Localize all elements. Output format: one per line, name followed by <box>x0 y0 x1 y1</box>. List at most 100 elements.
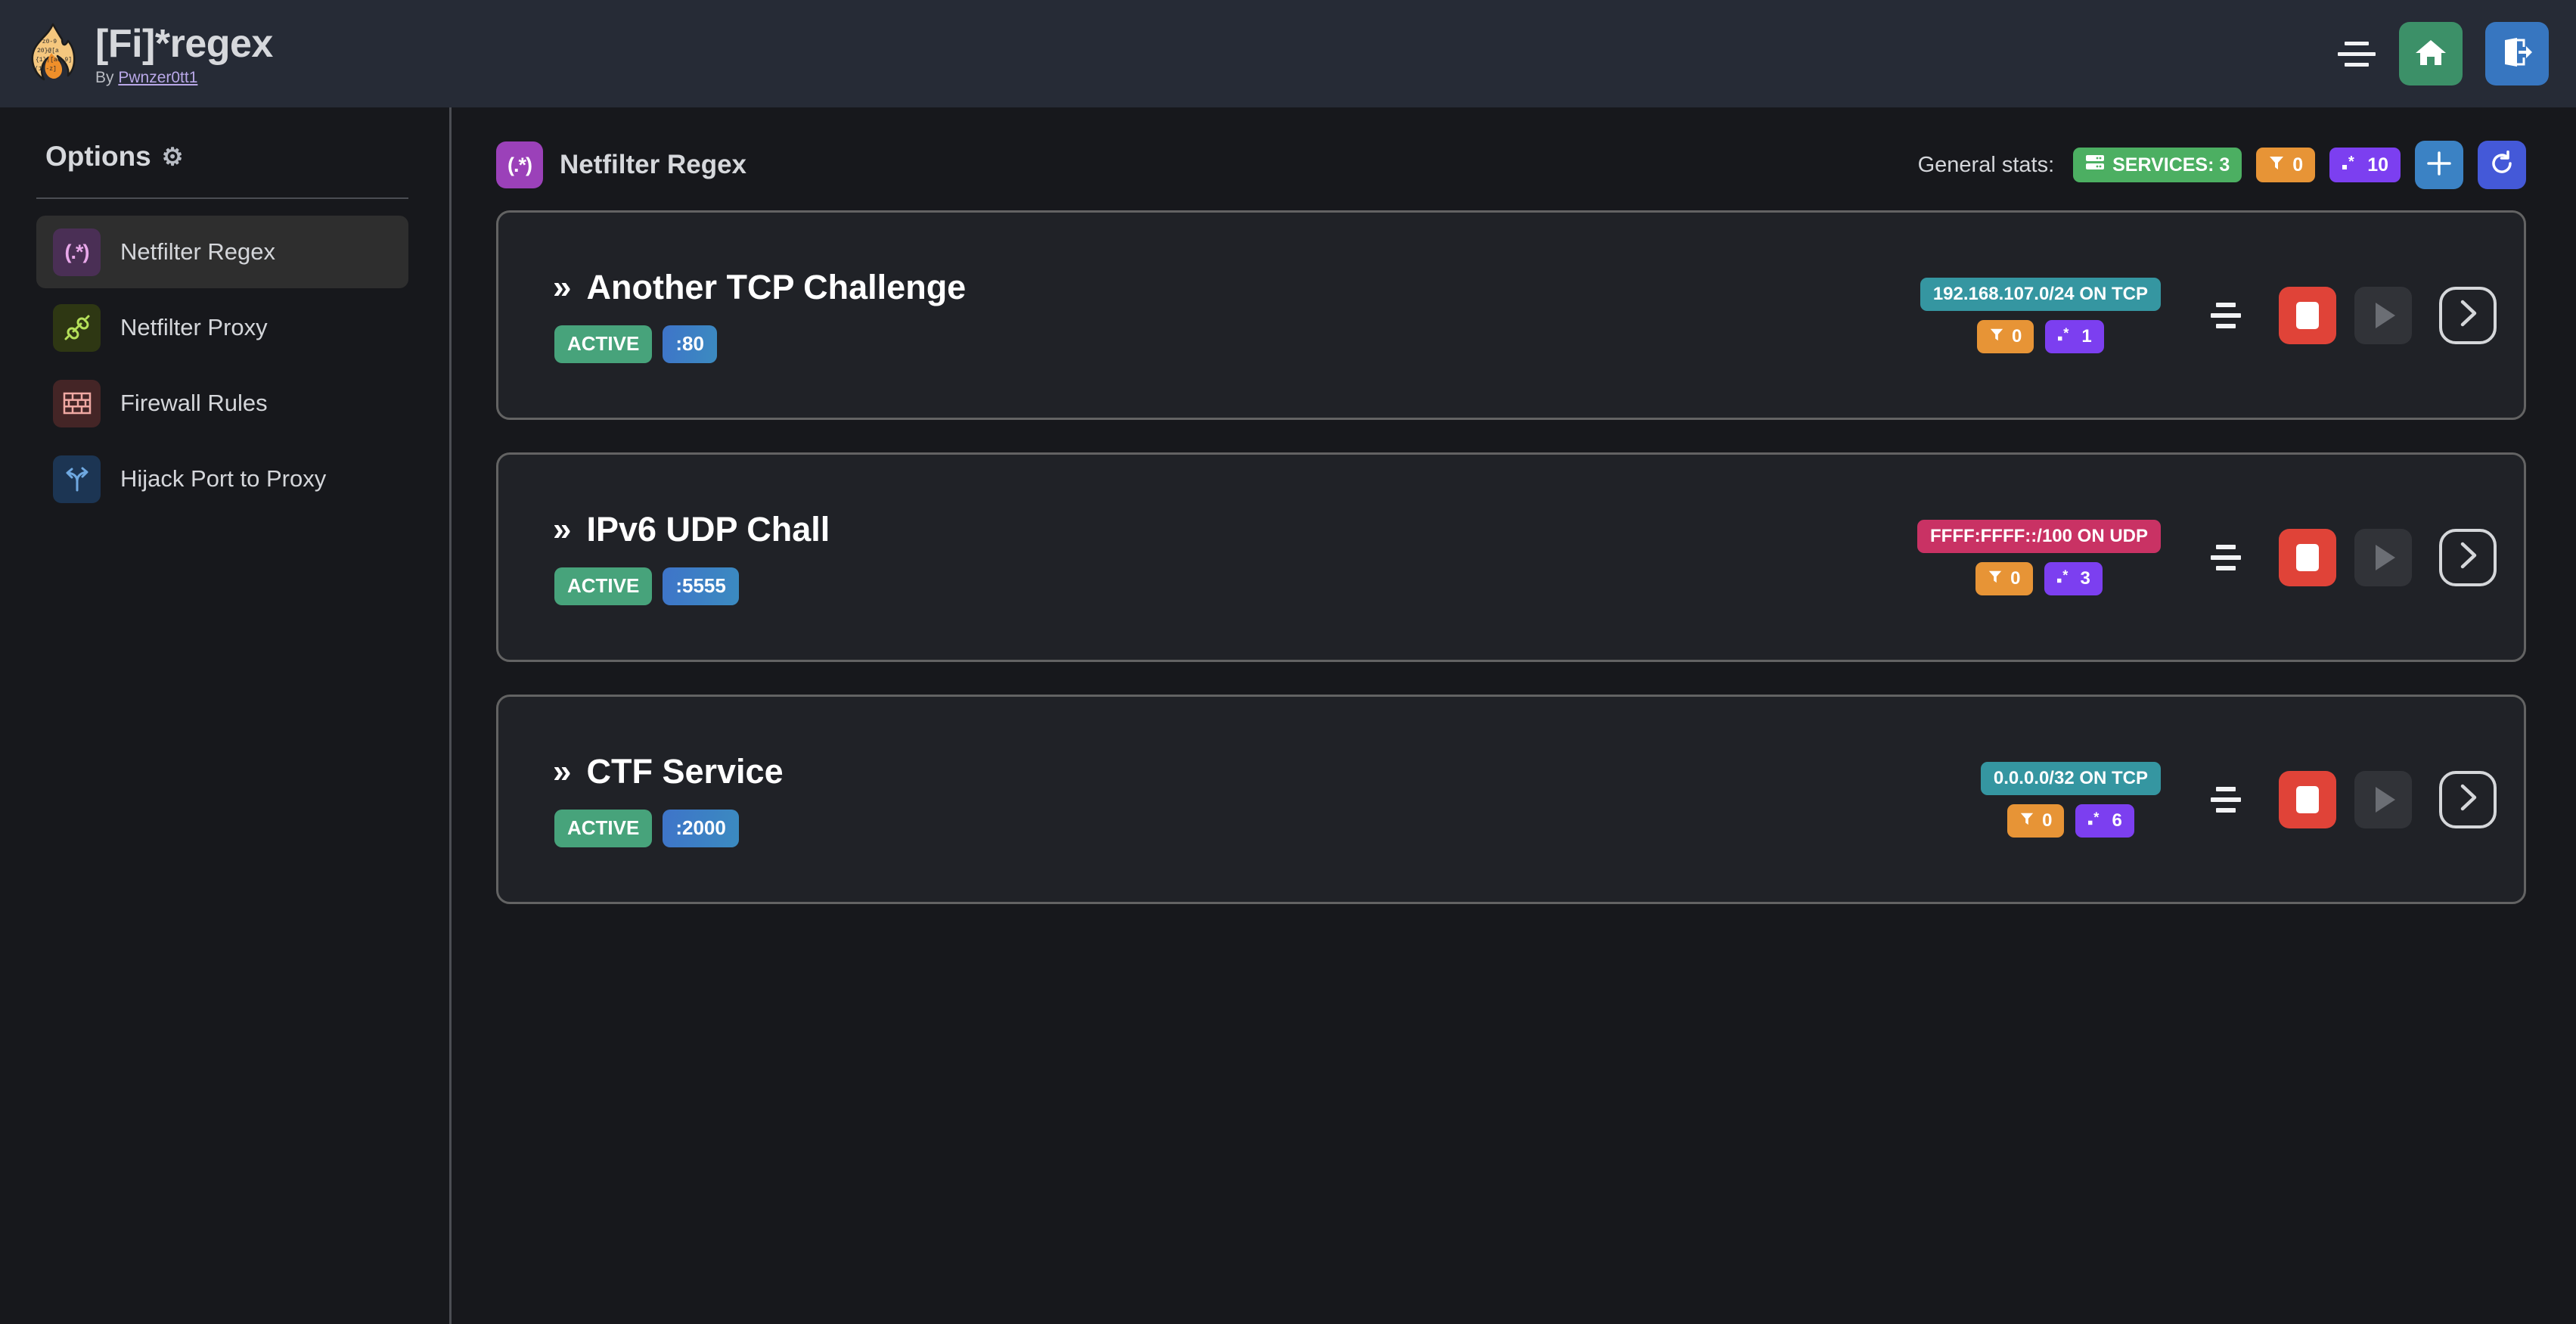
chevron-right-icon <box>2455 782 2481 816</box>
logout-icon <box>2500 36 2534 72</box>
stop-icon <box>2296 301 2319 329</box>
sidebar-item-label: Hijack Port to Proxy <box>120 465 327 492</box>
stat-services-badge[interactable]: SERVICES: 3 <box>2073 148 2242 182</box>
network-badge: 0.0.0.0/32 ON TCP <box>1980 761 2161 795</box>
status-badge: ACTIVE <box>554 567 653 605</box>
sidebar-item-firewall-rules[interactable]: Firewall Rules <box>36 367 408 440</box>
service-card-left: » IPv6 UDP Chall ACTIVE :5555 <box>553 510 830 605</box>
regex-dot-star-icon: * <box>2057 325 2074 347</box>
network-badge: 192.168.107.0/24 ON TCP <box>1920 277 2161 311</box>
sidebar-item-netfilter-regex[interactable]: (.*) Netfilter Regex <box>36 216 408 288</box>
play-button[interactable] <box>2354 528 2412 586</box>
service-filters-count: 0 <box>2010 567 2021 589</box>
flame-logo: -z0-9 20}@[a {1}|[a0-9] (1 -z] <box>26 23 79 85</box>
plus-icon <box>2426 151 2452 180</box>
play-button[interactable] <box>2354 770 2412 828</box>
double-chevron-icon: » <box>553 268 572 306</box>
svg-text:20}@[a: 20}@[a <box>37 48 59 54</box>
stop-icon <box>2296 543 2319 571</box>
funnel-icon <box>2268 154 2285 176</box>
regex-dot-star-icon: * <box>2056 567 2073 589</box>
refresh-icon <box>2489 150 2515 180</box>
port-badge: :2000 <box>663 809 739 847</box>
service-filters-badge[interactable]: 0 <box>1977 319 2034 353</box>
by-prefix: By <box>95 69 119 87</box>
app-title: [Fi]*regex <box>95 21 273 66</box>
service-card-right: 192.168.107.0/24 ON TCP 0 * 1 <box>1920 277 2497 353</box>
author-link[interactable]: Pwnzer0tt1 <box>118 69 198 87</box>
svg-text:*: * <box>2348 154 2354 170</box>
service-details-button[interactable] <box>2439 528 2497 586</box>
service-details-button[interactable] <box>2439 286 2497 344</box>
body-wrapper: Options ⚙ (.*) Netfilter Regex Netfilter… <box>0 107 2576 1324</box>
sidebar-item-hijack-port-to-proxy[interactable]: Hijack Port to Proxy <box>36 443 408 515</box>
regex-dot-star-icon: * <box>2087 810 2104 831</box>
chevron-right-icon <box>2455 540 2481 574</box>
sidebar-item-label: Firewall Rules <box>120 390 268 416</box>
general-stats: General stats: SERVICES: 3 <box>1918 141 2526 189</box>
settings-lines-icon[interactable] <box>2205 302 2247 328</box>
service-regex-count: 3 <box>2080 567 2090 589</box>
service-list: » Another TCP Challenge ACTIVE :80 192.1… <box>452 194 2576 904</box>
service-regex-badge[interactable]: * 3 <box>2044 561 2103 595</box>
network-sub-badges: 0 * 1 <box>1977 319 2104 353</box>
service-filters-count: 0 <box>2042 810 2053 831</box>
header-actions <box>2337 22 2549 85</box>
page-title: Netfilter Regex <box>560 150 747 179</box>
branch-arrow-icon <box>53 455 101 503</box>
service-filters-badge[interactable]: 0 <box>1975 561 2033 595</box>
regex-dot-star-icon: * <box>2342 154 2360 176</box>
network-sub-badges: 0 * 3 <box>1975 561 2103 595</box>
svg-text:(1 -z]: (1 -z] <box>35 66 57 73</box>
status-badge: ACTIVE <box>554 809 653 847</box>
stop-button[interactable] <box>2279 286 2336 344</box>
app-header: -z0-9 20}@[a {1}|[a0-9] (1 -z] [Fi]*rege… <box>0 0 2576 107</box>
regex-icon: (.*) <box>53 228 101 276</box>
add-service-button[interactable] <box>2415 141 2463 189</box>
stat-filters-count: 0 <box>2292 154 2304 176</box>
play-button[interactable] <box>2354 286 2412 344</box>
double-chevron-icon: » <box>553 752 572 790</box>
hamburger-icon[interactable] <box>2337 39 2376 69</box>
sidebar-item-netfilter-proxy[interactable]: Netfilter Proxy <box>36 291 408 364</box>
service-filters-badge[interactable]: 0 <box>2007 803 2065 838</box>
settings-lines-icon[interactable] <box>2205 786 2247 813</box>
general-stats-label: General stats: <box>1917 152 2055 177</box>
logout-button[interactable] <box>2485 22 2549 85</box>
sidebar-divider <box>36 197 408 199</box>
svg-text:{1}|[a0-9]: {1}|[a0-9] <box>36 57 72 64</box>
brand-text: [Fi]*regex By Pwnzer0tt1 <box>95 20 273 88</box>
page-title-wrap: (.*) Netfilter Regex <box>496 141 746 188</box>
network-sub-badges: 0 * 6 <box>2007 803 2134 838</box>
home-button[interactable] <box>2399 22 2463 85</box>
network-block: 192.168.107.0/24 ON TCP 0 * 1 <box>1920 277 2161 353</box>
service-filters-count: 0 <box>2012 325 2022 347</box>
sidebar-item-label: Netfilter Regex <box>120 238 276 265</box>
funnel-icon <box>1988 568 2003 589</box>
svg-text:*: * <box>2062 569 2069 583</box>
service-card[interactable]: » Another TCP Challenge ACTIVE :80 192.1… <box>496 210 2526 420</box>
stop-button[interactable] <box>2279 528 2336 586</box>
main-topbar: (.*) Netfilter Regex General stats: SERV… <box>452 136 2576 194</box>
service-regex-badge[interactable]: * 6 <box>2075 803 2134 838</box>
port-badge: :5555 <box>663 567 739 605</box>
stop-button[interactable] <box>2279 770 2336 828</box>
service-card[interactable]: » IPv6 UDP Chall ACTIVE :5555 FFFF:FFFF:… <box>496 452 2526 662</box>
service-card[interactable]: » CTF Service ACTIVE :2000 0.0.0.0/32 ON… <box>496 695 2526 904</box>
sidebar-item-label: Netfilter Proxy <box>120 314 268 340</box>
settings-lines-icon[interactable] <box>2205 544 2247 570</box>
service-regex-count: 6 <box>2112 810 2122 831</box>
stat-regex-badge[interactable]: * 10 <box>2329 148 2401 182</box>
double-chevron-icon: » <box>553 510 572 548</box>
home-icon <box>2414 37 2447 71</box>
network-block: 0.0.0.0/32 ON TCP 0 * 6 <box>1980 761 2161 838</box>
stop-icon <box>2296 785 2319 813</box>
refresh-button[interactable] <box>2478 141 2526 189</box>
service-title-row: » CTF Service <box>553 752 784 791</box>
service-regex-badge[interactable]: * 1 <box>2045 319 2104 353</box>
stat-filters-badge[interactable]: 0 <box>2256 148 2316 182</box>
plug-icon <box>53 303 101 352</box>
service-details-button[interactable] <box>2439 770 2497 828</box>
service-tags: ACTIVE :2000 <box>553 809 784 847</box>
play-icon <box>2375 302 2395 328</box>
